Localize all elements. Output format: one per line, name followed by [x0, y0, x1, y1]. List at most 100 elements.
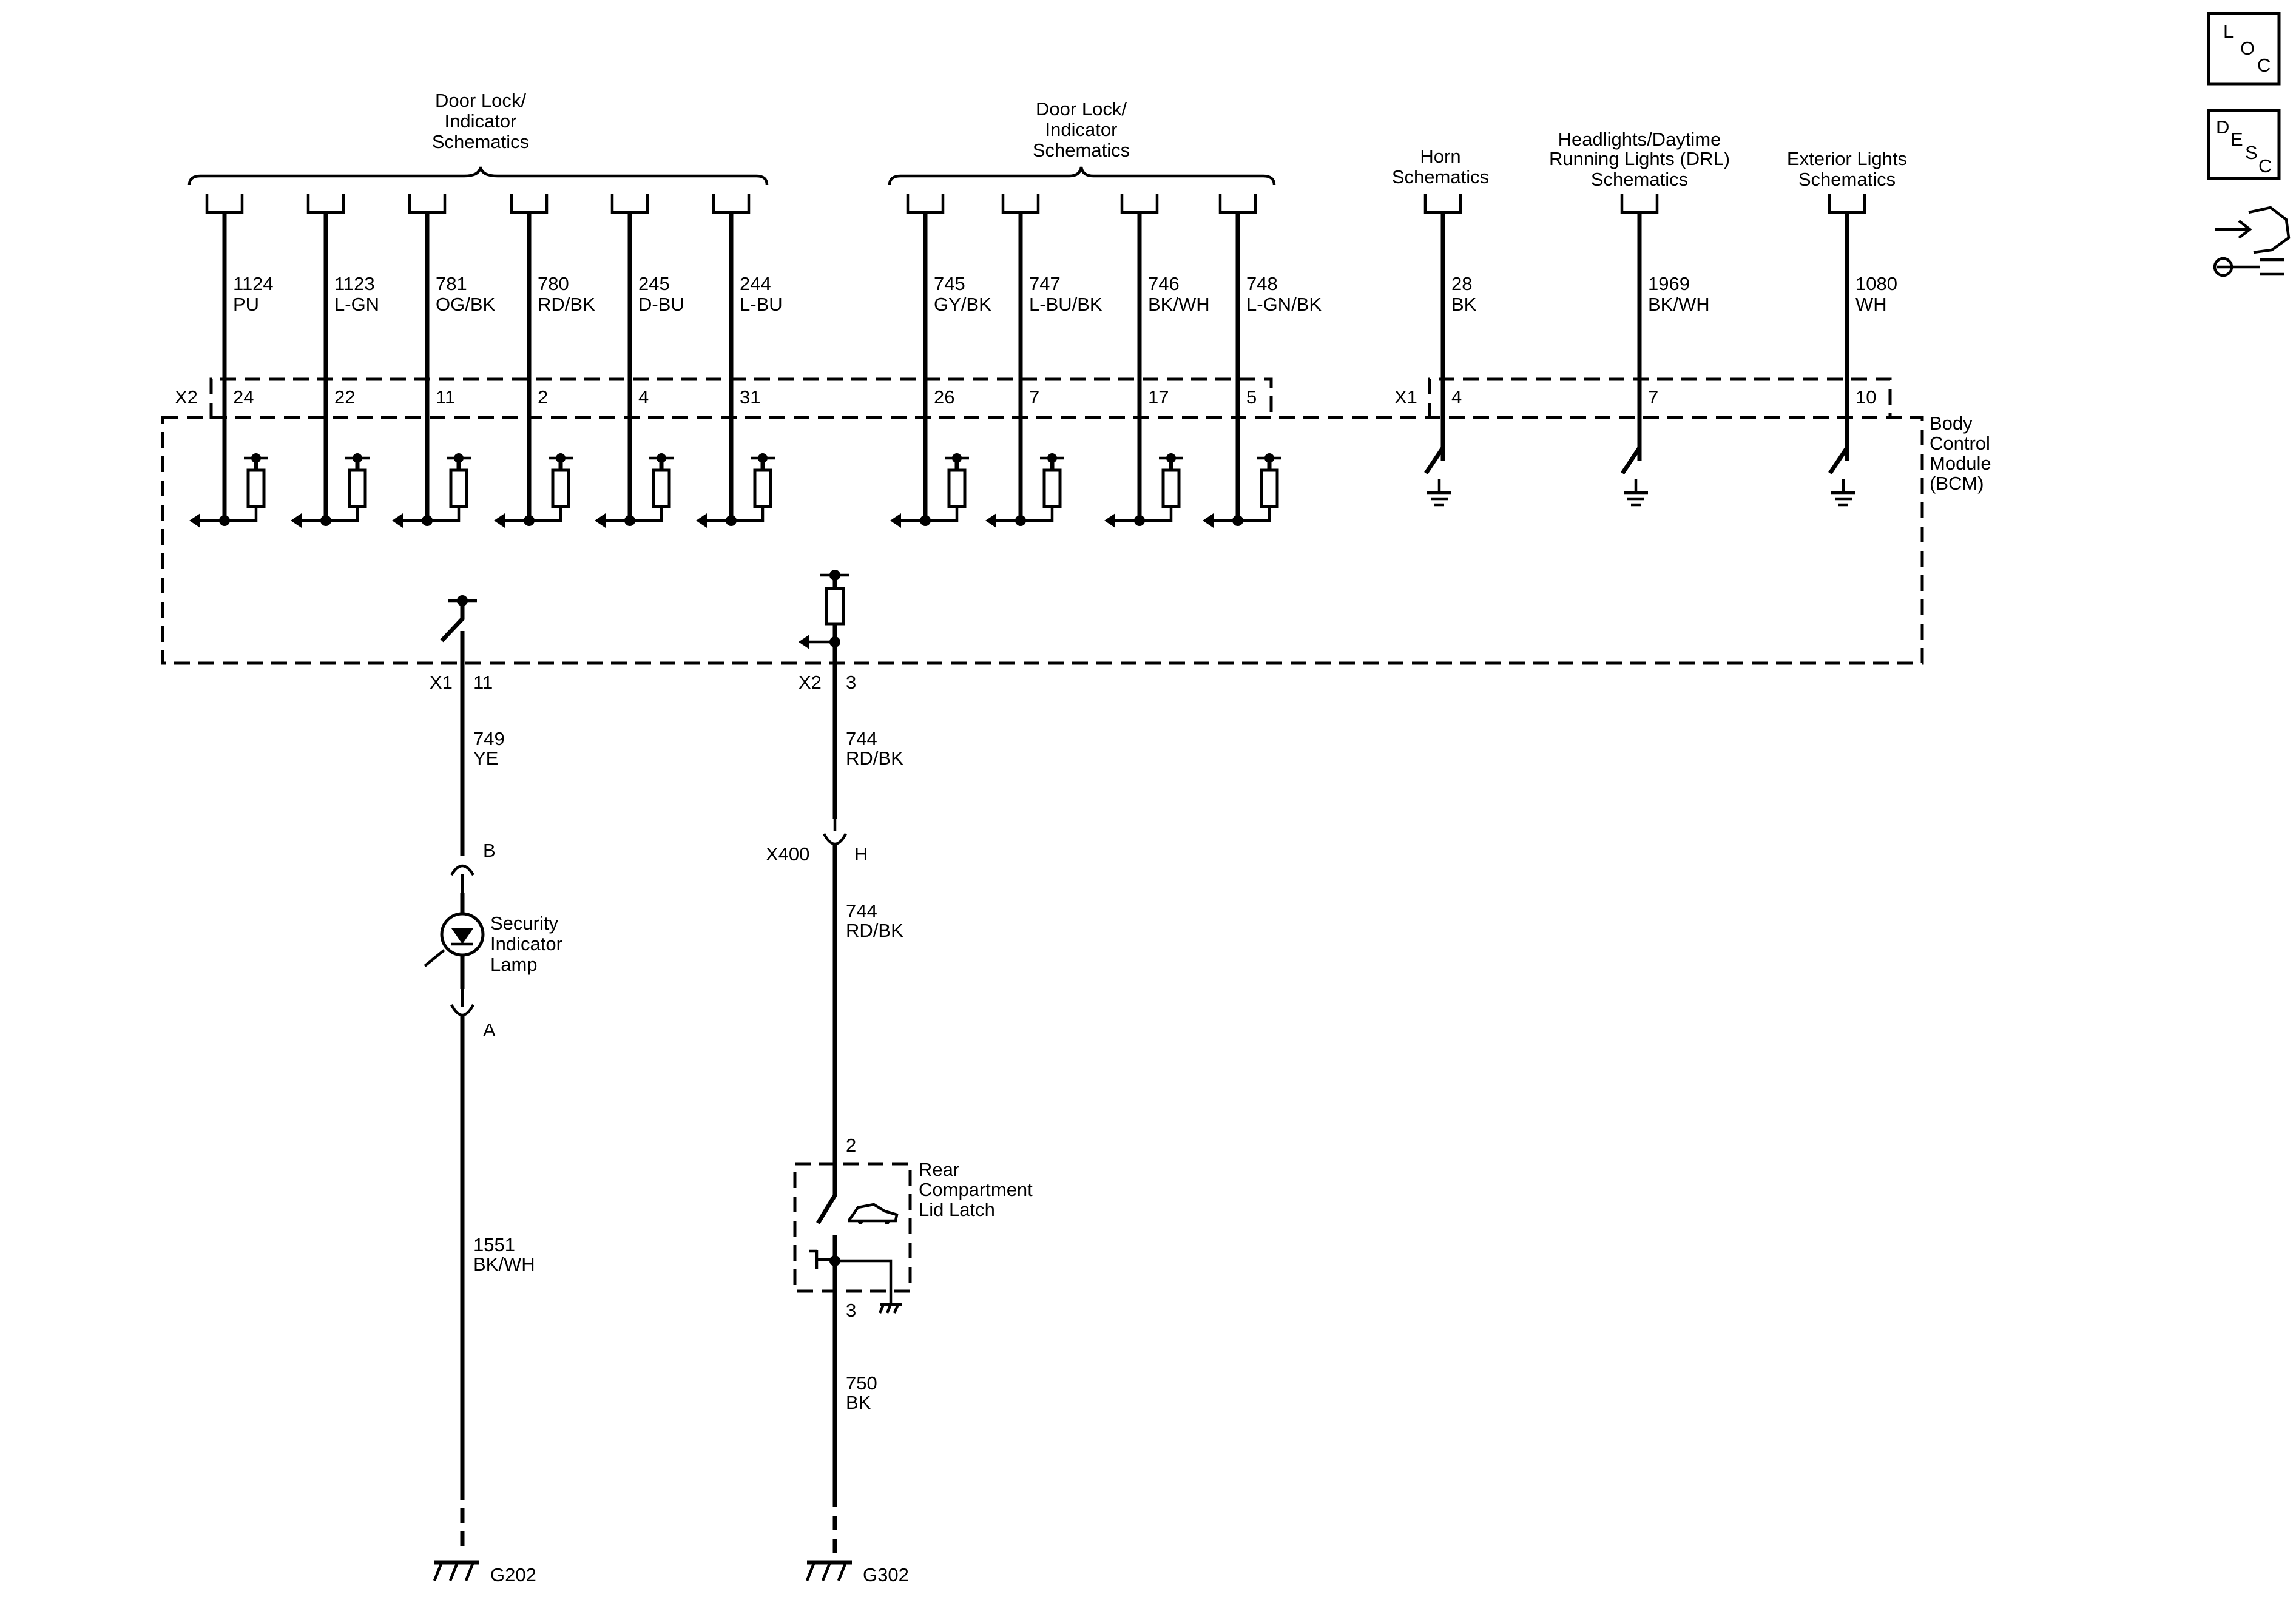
svg-text:Running Lights (DRL): Running Lights (DRL) [1549, 148, 1730, 169]
x2-bottom-label: X2 [799, 672, 822, 693]
svg-text:Exterior Lights: Exterior Lights [1787, 148, 1907, 169]
desc-icon[interactable]: D E S C [2207, 109, 2281, 180]
latch-label-1: Rear [919, 1159, 959, 1180]
lamp-label-3: Lamp [490, 954, 538, 975]
wire-color: RD/BK [538, 294, 595, 315]
x400-label: X400 [766, 843, 809, 865]
resistor-lead [901, 507, 959, 522]
svg-text:Headlights/Daytime: Headlights/Daytime [1558, 129, 1721, 150]
svg-text:Body: Body [1930, 413, 1973, 434]
group-drl: Headlights/Daytime Running Lights (DRL) … [1549, 129, 1730, 190]
resistor-lead [1115, 507, 1173, 522]
wire-color: BK/WH [1148, 294, 1210, 315]
splice-node [1232, 515, 1243, 526]
resistor-lead [302, 507, 359, 522]
splice-node [320, 515, 331, 526]
wire-color: D-BU [638, 294, 684, 315]
x1-connector-outline [1428, 377, 1892, 419]
lid-latch-circuit: X2 3 744 RD/BK X400 H 744 RD/BK 2 Rear C… [766, 570, 1033, 1585]
wire-number: 748 [1246, 273, 1278, 294]
latch-pin-2: 2 [846, 1135, 856, 1156]
wire-1551-num: 1551 [473, 1234, 515, 1255]
connector-stub [1218, 194, 1257, 214]
resistor [652, 468, 671, 508]
resistor-lead [996, 507, 1054, 522]
wire-750-color: BK [846, 1392, 871, 1413]
ground-g202-label: G202 [490, 1564, 536, 1585]
bcm-module-outline [161, 416, 1924, 665]
wire-number: 746 [1148, 273, 1180, 294]
ground-g302-label: G302 [863, 1564, 909, 1585]
wire-number: 747 [1029, 273, 1061, 294]
resistor [1260, 468, 1279, 508]
connector-stub [510, 194, 549, 214]
svg-text:L: L [2223, 21, 2234, 42]
pin-number: 5 [1246, 387, 1257, 408]
resistor [551, 468, 570, 508]
splice-node [624, 515, 635, 526]
x1-bottom-pin: 11 [473, 672, 493, 693]
wire-color: L-BU [740, 294, 783, 315]
wire-number: 1080 [1855, 273, 1897, 294]
wire-750-num: 750 [846, 1372, 877, 1394]
arrow-head [1203, 513, 1214, 528]
svg-text:Horn: Horn [1420, 146, 1460, 167]
wire-number: 1969 [1648, 273, 1690, 294]
wire-number: 1123 [334, 273, 375, 294]
bcm-module-label: Body Control Module (BCM) [1930, 413, 1991, 494]
wire-744-num-2: 744 [846, 900, 877, 922]
x2-connector-outline [209, 377, 1273, 419]
resistor-lead [1214, 507, 1271, 522]
connector-wrench-icon[interactable] [2213, 206, 2291, 277]
group-horn: Horn Schematics [1392, 146, 1489, 187]
latch-pin-3: 3 [846, 1300, 856, 1321]
svg-text:S: S [2245, 142, 2258, 163]
group-exterior-lights: Exterior Lights Schematics [1787, 148, 1907, 190]
resistor-lead [200, 507, 258, 522]
wire-1551-color: BK/WH [473, 1254, 535, 1275]
x1-connector-label: X1 [1394, 387, 1417, 408]
loc-icon[interactable]: L O C [2207, 12, 2281, 86]
splice-node [920, 515, 931, 526]
connector-stub [610, 194, 649, 214]
wire-749-color: YE [473, 748, 498, 769]
wire-number: 745 [934, 273, 965, 294]
arrow-head [985, 513, 996, 528]
pin-a-label: A [483, 1019, 496, 1041]
pin-number: 10 [1855, 387, 1876, 408]
resistor [1042, 468, 1062, 508]
resistor-lead [707, 507, 765, 522]
pin-number: 7 [1029, 387, 1039, 408]
svg-text:Schematics: Schematics [432, 131, 529, 152]
splice-node [1134, 515, 1145, 526]
wire-color: OG/BK [436, 294, 496, 315]
lamp-label-1: Security [490, 913, 558, 934]
pin-number: 31 [740, 387, 760, 408]
ground-symbol [1624, 491, 1648, 507]
resistor [449, 468, 468, 508]
resistor [246, 468, 266, 508]
resistor-lead [606, 507, 663, 522]
wire-color: L-GN/BK [1246, 294, 1322, 315]
arrow-head [890, 513, 901, 528]
svg-text:(BCM): (BCM) [1930, 473, 1984, 494]
connector-stub [1620, 194, 1659, 214]
security-lamp-circuit: X1 11 749 YE B Security Indicator Lamp A… [424, 595, 562, 1585]
svg-text:O: O [2240, 38, 2255, 59]
wire-color: PU [233, 294, 259, 315]
resistor [1161, 468, 1181, 508]
arrow-head [1104, 513, 1115, 528]
svg-text:Indicator: Indicator [445, 110, 517, 132]
wire-number: 245 [638, 273, 670, 294]
splice-node [524, 515, 535, 526]
pin-number: 11 [436, 387, 455, 408]
wire-color: WH [1855, 294, 1887, 315]
splice-node [1015, 515, 1026, 526]
resistor [753, 468, 772, 508]
